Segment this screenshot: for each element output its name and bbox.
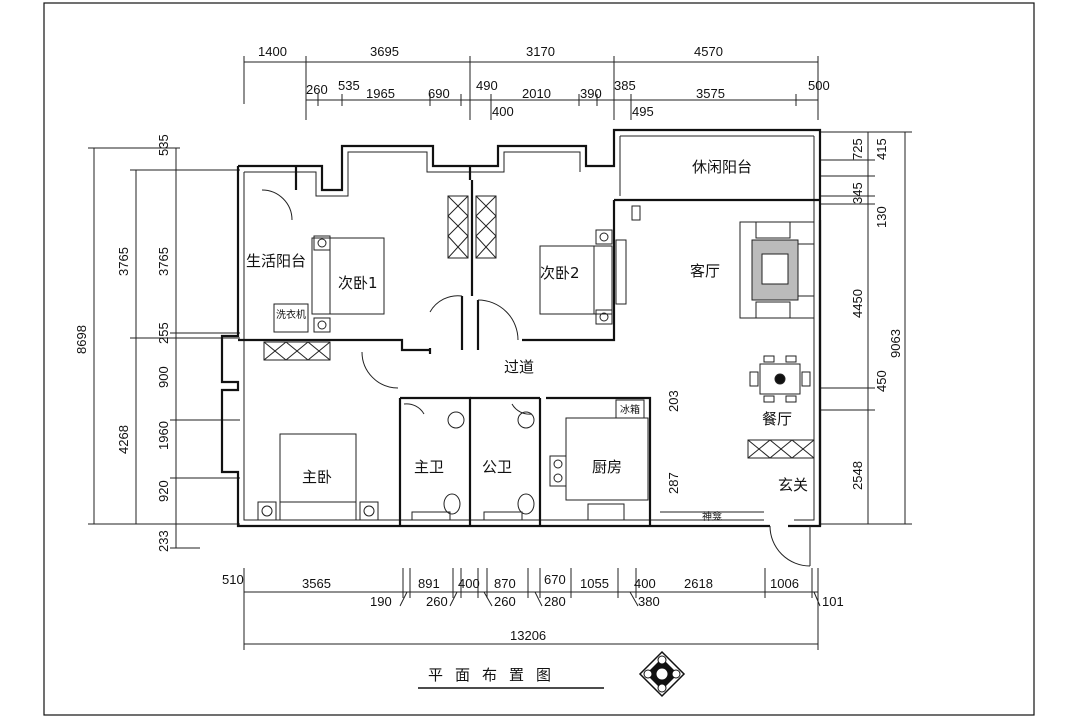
dim-bottom-total: 13206 xyxy=(510,628,546,643)
dimension-lines xyxy=(88,56,912,650)
label-corridor: 过道 xyxy=(504,358,534,376)
dim-bottom-3: 891 xyxy=(418,576,440,591)
label-kitchen: 厨房 xyxy=(592,458,622,476)
dim-left-inner-1: 535 xyxy=(156,134,171,156)
label-washer: 洗衣机 xyxy=(276,308,306,321)
dim-left-inner-5: 1960 xyxy=(156,421,171,450)
dim-left-mid-2: 4268 xyxy=(116,425,131,454)
dim-right-inner-4: 130 xyxy=(874,206,889,228)
dim-bottom2-6: 101 xyxy=(822,594,844,609)
dim-bottom-9: 2618 xyxy=(684,576,713,591)
label-dining-room: 餐厅 xyxy=(762,410,792,428)
dim-top2-6: 2010 xyxy=(522,86,551,101)
dim-bottom-1: 510 xyxy=(222,572,244,587)
dim-bottom-8: 400 xyxy=(634,576,656,591)
dim-bottom2-3: 260 xyxy=(494,594,516,609)
drawing-title: 平面布置图 xyxy=(428,666,563,684)
label-service-balcony: 生活阳台 xyxy=(246,252,306,270)
dim-top2-10: 500 xyxy=(808,78,830,93)
label-bedroom-2: 次卧2 xyxy=(540,264,580,282)
label-shrine: 神龛 xyxy=(702,510,722,523)
dim-top2-1: 260 xyxy=(306,82,328,97)
dim-bottom-7: 1055 xyxy=(580,576,609,591)
dim-right-inner-6: 450 xyxy=(874,370,889,392)
dim-bottom-4: 400 xyxy=(458,576,480,591)
walls xyxy=(220,128,822,528)
label-entrance: 玄关 xyxy=(778,476,808,494)
dim-bottom2-1: 190 xyxy=(370,594,392,609)
drawing-frame xyxy=(43,2,1035,716)
dim-bottom2-4: 280 xyxy=(544,594,566,609)
dim-left-outer: 8698 xyxy=(74,325,89,354)
dim-left-inner-4: 900 xyxy=(156,366,171,388)
dim-left-mid-1: 3765 xyxy=(116,247,131,276)
dim-left-inner-6: 920 xyxy=(156,480,171,502)
dim-bottom2-5: 380 xyxy=(638,594,660,609)
dim-top2-2: 535 xyxy=(338,78,360,93)
label-public-bath: 公卫 xyxy=(482,458,512,476)
dim-top2-5: 490 xyxy=(476,78,498,93)
dim-left-inner-2: 3765 xyxy=(156,247,171,276)
dim-top-1: 1400 xyxy=(258,44,287,59)
compass-icon xyxy=(638,650,686,698)
dim-right-inner-1: 725 xyxy=(850,138,865,160)
dim-bottom2-2: 260 xyxy=(426,594,448,609)
dim-top-4: 4570 xyxy=(694,44,723,59)
dim-right-inner-2: 415 xyxy=(874,138,889,160)
dim-top-3: 3170 xyxy=(526,44,555,59)
dim-top2-9: 3575 xyxy=(696,86,725,101)
dim-top-2: 3695 xyxy=(370,44,399,59)
dim-bottom-5: 870 xyxy=(494,576,516,591)
wardrobes xyxy=(263,195,815,459)
dim-top3-2: 495 xyxy=(632,104,654,119)
dim-bottom-6: 670 xyxy=(544,572,566,587)
dim-top2-4: 690 xyxy=(428,86,450,101)
dim-top2-3: 1965 xyxy=(366,86,395,101)
dim-top2-8: 385 xyxy=(614,78,636,93)
label-master-bath: 主卫 xyxy=(414,458,444,476)
dim-bottom-2: 3565 xyxy=(302,576,331,591)
dim-right-inner-7: 2548 xyxy=(850,461,865,490)
dim-right-inner-5: 4450 xyxy=(850,289,865,318)
label-bedroom-1: 次卧1 xyxy=(338,274,378,292)
label-leisure-balcony: 休闲阳台 xyxy=(692,158,752,176)
dim-interior-2: 287 xyxy=(666,472,681,494)
label-living-room: 客厅 xyxy=(690,262,720,280)
dim-interior-1: 203 xyxy=(666,390,681,412)
label-master-bedroom: 主卧 xyxy=(302,468,332,486)
dim-top2-7: 390 xyxy=(580,86,602,101)
dim-left-inner-3: 255 xyxy=(156,322,171,344)
doors xyxy=(261,189,811,567)
furniture xyxy=(257,205,815,521)
dim-left-inner-7: 233 xyxy=(156,530,171,552)
label-fridge: 冰箱 xyxy=(620,403,640,416)
dim-bottom-10: 1006 xyxy=(770,576,799,591)
dim-top3-1: 400 xyxy=(492,104,514,119)
dim-right-outer: 9063 xyxy=(888,329,903,358)
dim-right-inner-3: 345 xyxy=(850,182,865,204)
